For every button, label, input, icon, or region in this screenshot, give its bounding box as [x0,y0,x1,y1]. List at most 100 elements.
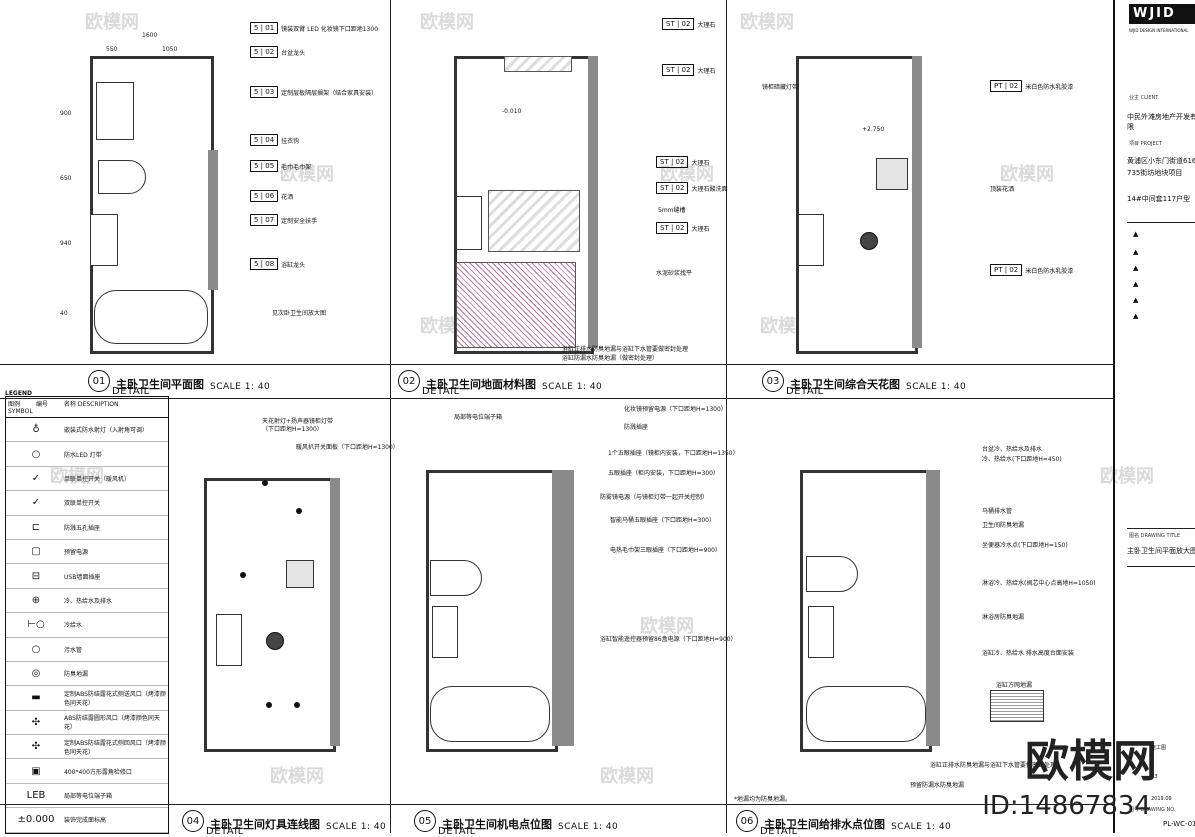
watermark: 欧模网 [50,466,104,487]
downlight [266,702,272,708]
watermark: 欧模网 [420,12,474,33]
grid-line [390,0,391,833]
watermark: 欧模网 [600,766,654,787]
legend-row: ⊏防溅五孔插座 [6,516,168,540]
watermark: 欧模网 [1000,164,1054,185]
legend-row: ▣400*400方形露角检修口 [6,759,168,784]
plan-outline [796,56,918,354]
toilet [430,560,482,596]
p2-note: 浴缸正排水防臭地漏与浴缸下水管要做密封处理 [562,346,689,353]
p6-note: 坐便器冷水点(下口距地H=150) [982,542,1068,549]
legend-row: ○污水管 [6,638,168,662]
marble-floor [504,56,572,72]
p5-note: 智能马桶五眼插座（下口距地H=300） [610,517,715,524]
project-line: 14#中间套117户型 [1127,195,1191,203]
downlight [296,508,302,514]
paper-size: A3 [1151,774,1158,780]
bathtub [430,686,550,742]
p5-note: 局部等电位端子箱 [454,414,503,421]
legend-row: ♁嵌装式防水射灯（入射角可调） [6,418,168,443]
revision-mark: ▲ [1133,264,1139,272]
grid-line [726,0,727,833]
toilet [806,556,858,592]
cabinet [808,606,834,658]
watermark-id: ID:14867834 [982,791,1151,821]
p5-note: 浴缸智能遥控器预留86盒电源（下口距地H=900） [600,636,737,643]
p3-note: 镜柜暗藏灯带 [762,84,799,91]
date: 2019.09 [1151,796,1172,802]
wall-hatch [552,470,574,746]
p6-note: 台盆冷、热给水及排水 [982,446,1043,453]
client-value: 中民外滩房地产开发有限 [1127,113,1195,131]
cabinet [798,214,824,266]
revision-mark: ▲ [1133,312,1139,320]
watermark: 欧模网 [740,12,794,33]
dim-s4: 40 [60,310,68,317]
downlight [262,480,268,486]
dim-b: 1050 [162,46,178,53]
p6-note: 淋浴冷、热给水(阀芯中心点高地H=1050) [982,580,1096,587]
p4-note: 天花射灯+扬声器镜柜灯带 [262,418,334,425]
p2-note: 浴缸防漏水防臭地漏（做密封处理） [562,355,659,362]
p6-note: 浴缸方网地漏 [996,682,1033,689]
cabinet [432,606,458,658]
project-line: 黄浦区小东门街道616 [1127,157,1195,165]
project-line: 735街坊地块项目 [1127,169,1183,177]
p6-note: 浴缸正排水防臭地漏与浴缸下水管要做密封处理 [930,762,1057,769]
cabinet [90,214,118,266]
wall-hatch [926,470,940,746]
p6-note: 卫生间防臭地漏 [982,522,1025,529]
p6-note: 冷、热给水(下口距地H=450) [982,456,1062,463]
shower-head [860,232,878,250]
legend-row: ⊟USB墙面插座 [6,564,168,589]
p5-note: 电热毛巾架三眼插座（下口距地H=900） [610,547,721,554]
p6-note: 淋浴房防臭地漏 [982,614,1025,621]
p4-note: （下口距地H=1300） [262,426,323,433]
downlight [240,572,246,578]
dim-s3: 940 [60,240,72,247]
p6-note: *地漏均为防臭地漏。 [734,796,792,803]
p2-level: -0.010 [502,108,522,115]
drawing-no: PL-WC-01 [1163,820,1195,828]
watermark-big: 欧模网 [1025,736,1157,787]
vanity-basin [96,82,134,140]
p1-ref-note: 见次卧卫生间放大图 [272,310,327,317]
legend-title: LEGEND [5,390,32,397]
p5-note: 1个五眼插座（镜柜内安装，下口距地H=1350） [608,450,739,457]
tub-drain-grille [990,690,1044,722]
legend-row: ✣定制ABS防结露花式侧回风口（烤漆颜色同天花） [6,735,168,760]
wall-hatch [588,56,598,348]
p6-note: 浴缸冷、热给水 排水高度台面安装 [982,650,1074,657]
grid-line [0,398,1113,399]
vent-grille [286,560,314,588]
grid-line [0,364,1113,365]
watermark: 欧模网 [85,12,139,33]
legend-row: ✣ABS防结露圆形风口（烤漆颜色同天花） [6,711,168,736]
drawing-title: 主卧卫生间平面放大图 [1127,547,1195,555]
drawing-title-label: 图名 DRAWING TITLE [1129,533,1181,539]
hatch-floor [456,262,576,348]
watermark: 欧模网 [280,164,334,185]
p4-note: 暖风扒开关面板（下口距地H=1300） [296,444,399,451]
p3-level: +2.750 [862,126,885,133]
p5-note: 五眼插座（柜内安装，下口距地H=300） [608,470,719,477]
project-label: 项目 PROJECT [1129,141,1163,147]
p6-note: 马桶排水管 [982,508,1013,515]
